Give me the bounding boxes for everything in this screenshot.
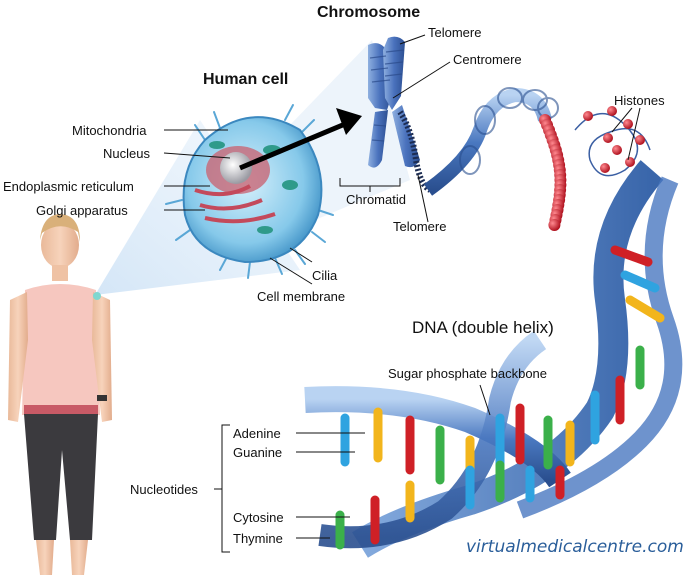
nucleotides-label: Nucleotides — [130, 482, 198, 497]
base-pair-rod — [625, 295, 665, 323]
leader-lines — [163, 34, 641, 553]
histone-beads — [574, 106, 651, 177]
guanine-label: Guanine — [233, 445, 283, 460]
cilia-label: Cilia — [312, 268, 338, 283]
dna-title: DNA (double helix) — [412, 318, 554, 337]
golgi-apparatus-label: Golgi apparatus — [36, 203, 128, 218]
endoplasmic-reticulum-label: Endoplasmic reticulum — [3, 179, 134, 194]
telomere-top-label: Telomere — [428, 25, 482, 40]
chromatid-label: Chromatid — [346, 192, 406, 207]
human-cell-title: Human cell — [203, 71, 289, 88]
base-pair-rod — [620, 270, 660, 293]
cell-illustration — [165, 104, 334, 279]
sugar-phosphate-backbone-label: Sugar phosphate backbone — [388, 366, 548, 381]
thymine-label: Thymine — [233, 531, 283, 546]
zoom-arrow — [239, 108, 362, 171]
dna-helix — [304, 160, 683, 558]
base-pair-rod — [610, 245, 653, 267]
coiled-chromatin — [423, 87, 559, 196]
chromosome-title: Chromosome — [317, 4, 421, 21]
nucleus-label: Nucleus — [103, 146, 150, 161]
cytosine-label: Cytosine — [233, 510, 284, 525]
cell-membrane-label: Cell membrane — [257, 289, 346, 304]
histone-bead — [548, 219, 561, 231]
adenine-label: Adenine — [233, 426, 281, 441]
telomere-bottom-label: Telomere — [393, 219, 447, 234]
base-pairs — [335, 245, 665, 550]
brand-watermark: virtualmedicalcentre.com — [466, 537, 684, 557]
histones-label: Histones — [614, 93, 665, 108]
human-figure — [8, 214, 112, 575]
mitochondria-label: Mitochondria — [72, 123, 147, 138]
centromere-label: Centromere — [453, 52, 522, 67]
histone-chain — [539, 114, 567, 231]
